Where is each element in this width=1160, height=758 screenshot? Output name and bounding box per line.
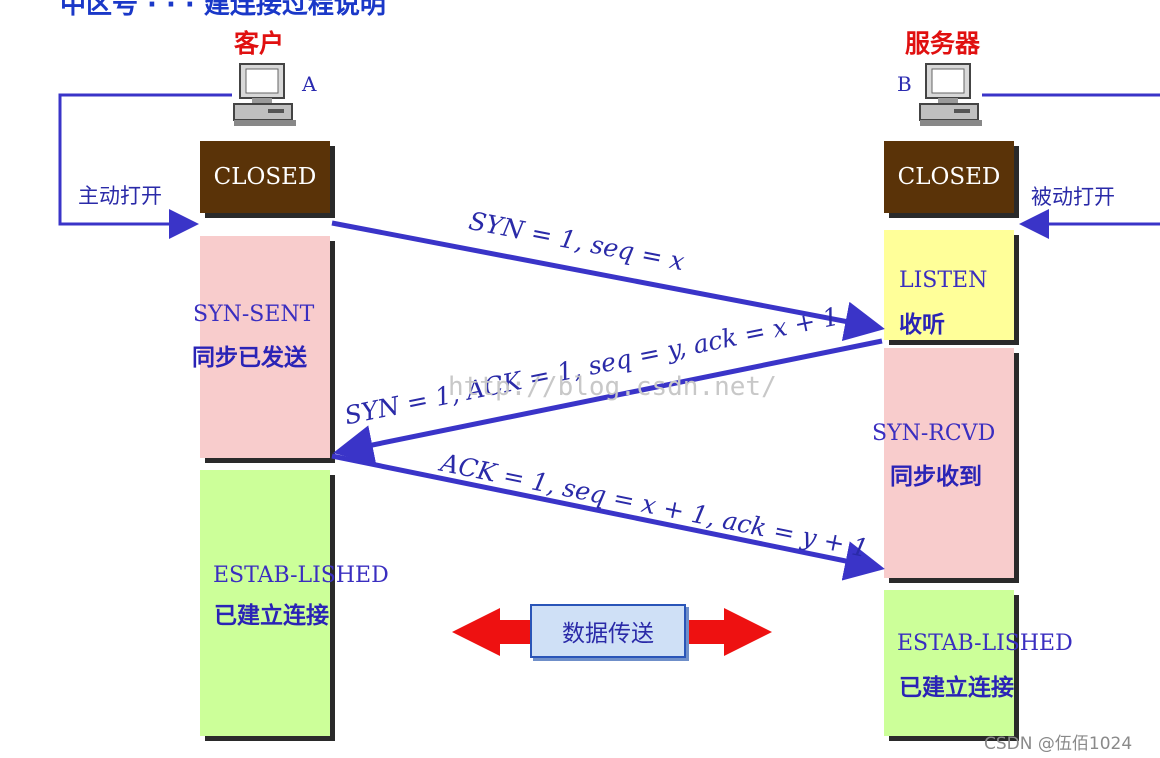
csdn-credit: CSDN @伍佰1024 <box>984 734 1133 754</box>
client-computer-icon <box>233 63 296 126</box>
active-open-line <box>58 93 232 239</box>
client-established-cn-label: 已建立连接 <box>214 603 329 629</box>
server-established-state <box>884 590 1014 736</box>
partial-title: 中区号 · · · 建连接过程说明 <box>60 0 386 20</box>
client-closed-label: CLOSED <box>213 164 317 190</box>
syn-arrow <box>331 220 885 342</box>
server-established-en-label: ESTAB-LISHED <box>897 631 1073 656</box>
server-closed-state: CLOSED <box>884 141 1014 213</box>
syn-sent-state <box>200 236 330 458</box>
server-role-label: 服务器 <box>905 29 981 58</box>
active-open-label: 主动打开 <box>78 184 162 208</box>
listen-cn-label: 收听 <box>899 312 945 338</box>
server-letter: B <box>897 72 912 96</box>
server-closed-label: CLOSED <box>897 164 1001 190</box>
transfer-arrow-right <box>688 608 772 656</box>
blog-watermark: http://blog.csdn.net/ <box>448 372 777 402</box>
passive-open-label: 被动打开 <box>1031 185 1115 209</box>
server-computer-icon <box>919 63 982 126</box>
data-transfer-text: 数据传送 <box>562 621 654 647</box>
client-role-label: 客户 <box>234 29 285 58</box>
client-letter: A <box>302 72 317 96</box>
syn-sent-cn-label: 同步已发送 <box>192 345 307 371</box>
client-established-state <box>200 470 330 736</box>
data-transfer-label: 数据传送 <box>530 604 686 658</box>
syn-rcvd-state <box>884 348 1014 578</box>
listen-en-label: LISTEN <box>899 268 988 293</box>
syn-rcvd-en-label: SYN-RCVD <box>872 421 996 446</box>
client-established-en-label: ESTAB-LISHED <box>213 563 389 588</box>
syn-sent-en-label: SYN-SENT <box>193 302 315 327</box>
syn-ack-arrow <box>333 338 883 465</box>
client-closed-state: CLOSED <box>200 141 330 213</box>
server-established-cn-label: 已建立连接 <box>899 675 1014 701</box>
ack-arrow <box>331 453 885 581</box>
listen-state <box>884 230 1014 340</box>
syn-rcvd-cn-label: 同步收到 <box>890 464 982 490</box>
transfer-arrow-left <box>452 608 530 656</box>
